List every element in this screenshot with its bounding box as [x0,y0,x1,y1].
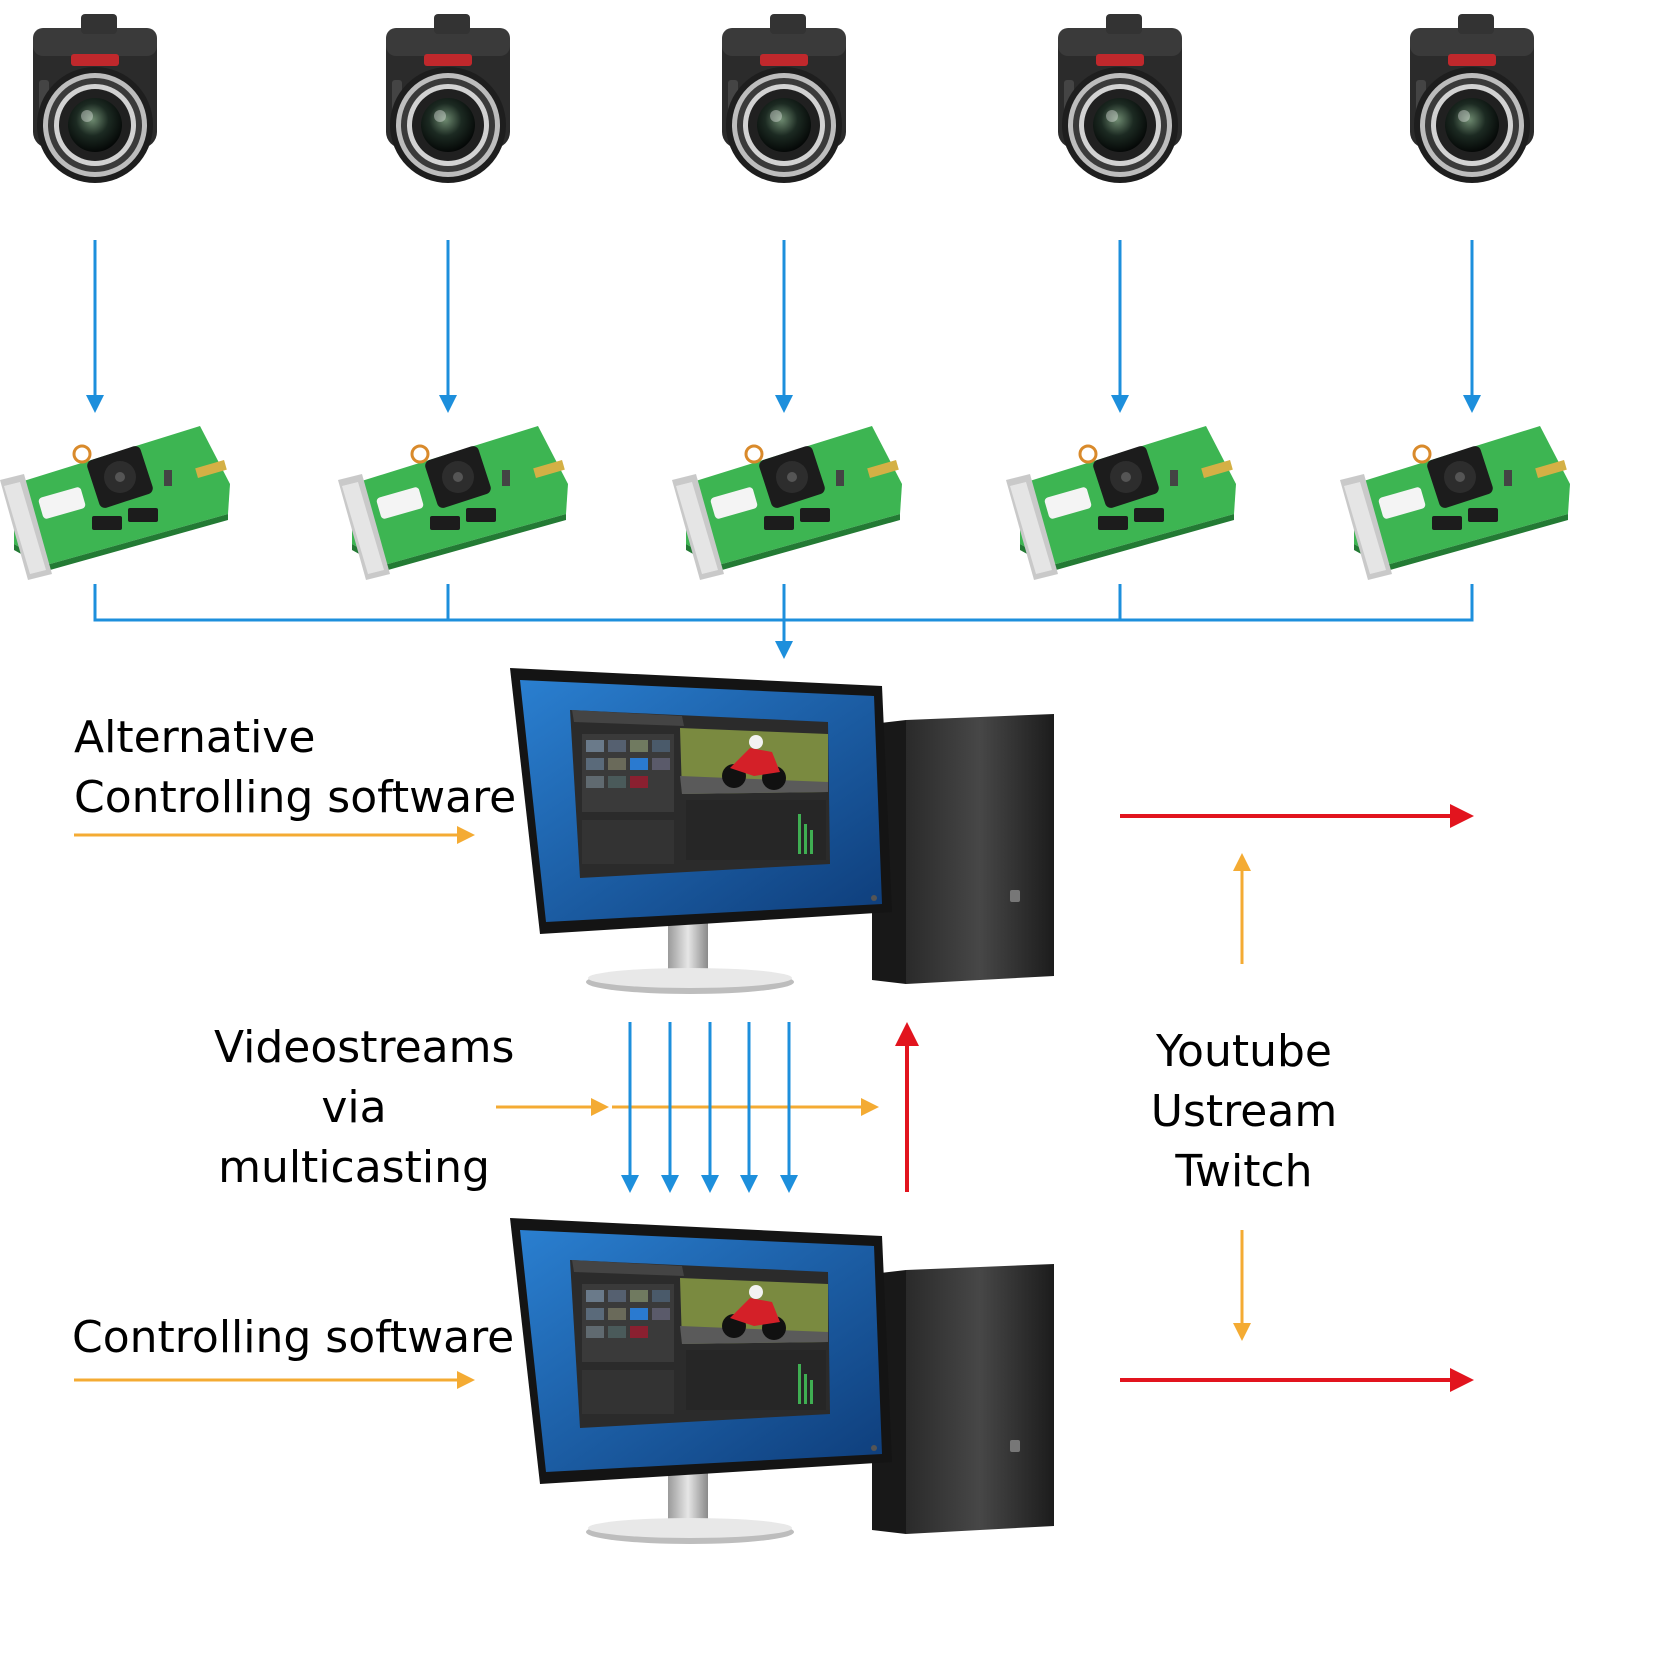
platforms-label: Youtube Ustream Twitch [1124,1022,1364,1202]
alternative-software-line2: Controlling software [74,772,517,823]
multicast-streams [621,1022,798,1193]
platform-youtube: Youtube [1156,1026,1332,1077]
videostreams-label: Videostreams via multicasting [214,1018,515,1198]
camera-4 [1058,14,1182,183]
camera-5 [1410,14,1534,183]
platform-ustream: Ustream [1150,1086,1338,1137]
upper-computer [510,668,1054,994]
controlling-software-label: Controlling software [72,1312,515,1363]
camera-3 [722,14,846,183]
camera-1 [33,14,157,183]
capture-card-1 [0,424,232,582]
videostreams-line1: Videostreams [214,1022,515,1073]
stream-out-links [895,804,1474,1392]
videostreams-line3: multicasting [218,1142,490,1193]
cameras [33,14,1534,183]
capture-card-2 [336,424,570,582]
camera-to-card-links [86,240,1481,413]
card-bus [93,584,1474,659]
capture-card-4 [1004,424,1238,582]
alternative-software-line1: Alternative [74,712,316,763]
lower-computer [510,1218,1054,1544]
camera-2 [386,14,510,183]
control-links [74,826,1251,1389]
capture-card-3 [670,424,904,582]
videostreams-line2: via [321,1082,387,1133]
platform-twitch: Twitch [1175,1146,1313,1197]
capture-cards [0,424,1572,582]
capture-card-5 [1338,424,1572,582]
alternative-software-label: Alternative Controlling software [74,708,516,828]
